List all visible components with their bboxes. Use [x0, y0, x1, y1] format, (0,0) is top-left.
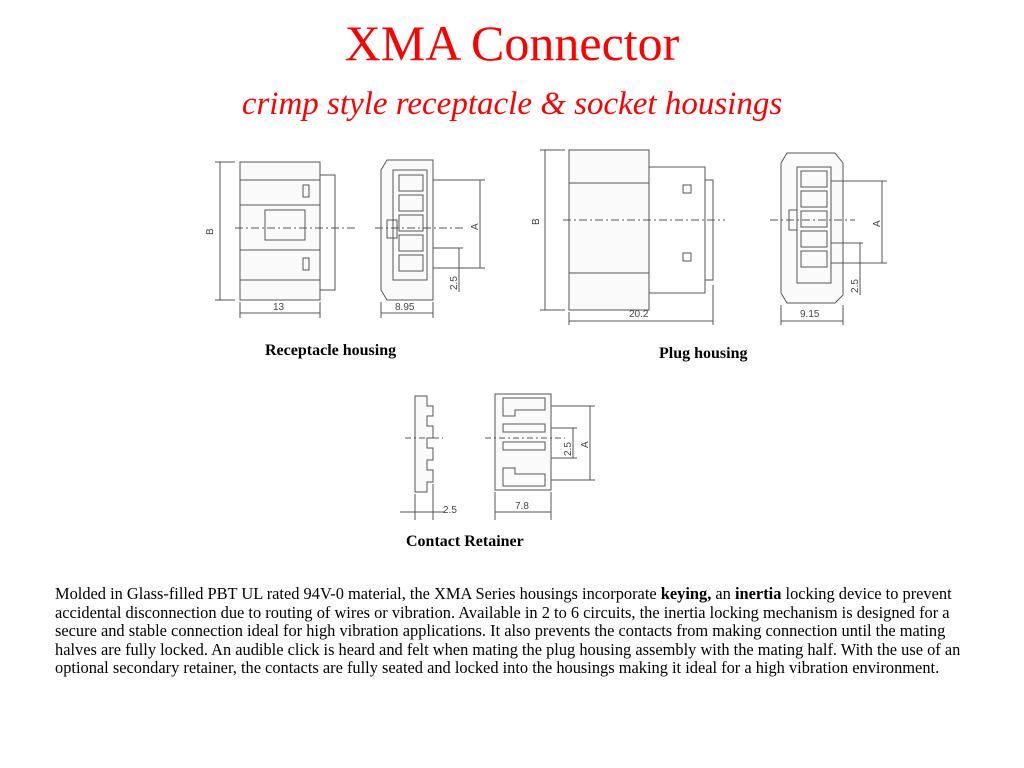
plug-housing-drawing: B 20.2 9.15 A 2.5 [531, 149, 887, 325]
receptacle-dim-width: 8.95 [395, 302, 415, 313]
receptacle-dim-length: 13 [273, 302, 285, 313]
description-inertia: inertia [734, 584, 782, 603]
plug-dim-length: 20.2 [629, 309, 649, 320]
contact-retainer-drawing: 2.5 7.8 2.5 A [400, 393, 595, 520]
plug-dim-pitch: 2.5 [850, 279, 861, 293]
description-text-3: locking device to prevent accidental dis… [55, 584, 961, 678]
page-subtitle: crimp style receptacle & socket housings [241, 86, 783, 122]
plug-dim-b: B [531, 218, 542, 225]
plug-dim-a: A [872, 220, 883, 227]
description-text-2: an [711, 584, 735, 603]
retainer-caption: Contact Retainer [406, 533, 524, 550]
retainer-dim-side: 2.5 [443, 505, 457, 516]
description-keying: keying, [660, 584, 712, 603]
receptacle-dim-pitch: 2.5 [449, 276, 460, 290]
description-text-1: Molded in Glass-filled PBT UL rated 94V-… [55, 584, 661, 603]
retainer-dim-pitch: 2.5 [563, 442, 574, 456]
receptacle-housing-drawing: B 13 8.95 A 2.5 [205, 159, 485, 318]
receptacle-caption: Receptacle housing [265, 342, 397, 359]
description-paragraph: Molded in Glass-filled PBT UL rated 94V-… [55, 584, 985, 678]
page-title: XMA Connector [344, 15, 680, 71]
receptacle-dim-b: B [205, 228, 216, 235]
receptacle-dim-a: A [470, 223, 481, 230]
plug-dim-width: 9.15 [800, 309, 820, 320]
plug-caption: Plug housing [659, 345, 748, 362]
retainer-dim-width: 7.8 [515, 501, 529, 512]
retainer-dim-a: A [580, 441, 591, 448]
